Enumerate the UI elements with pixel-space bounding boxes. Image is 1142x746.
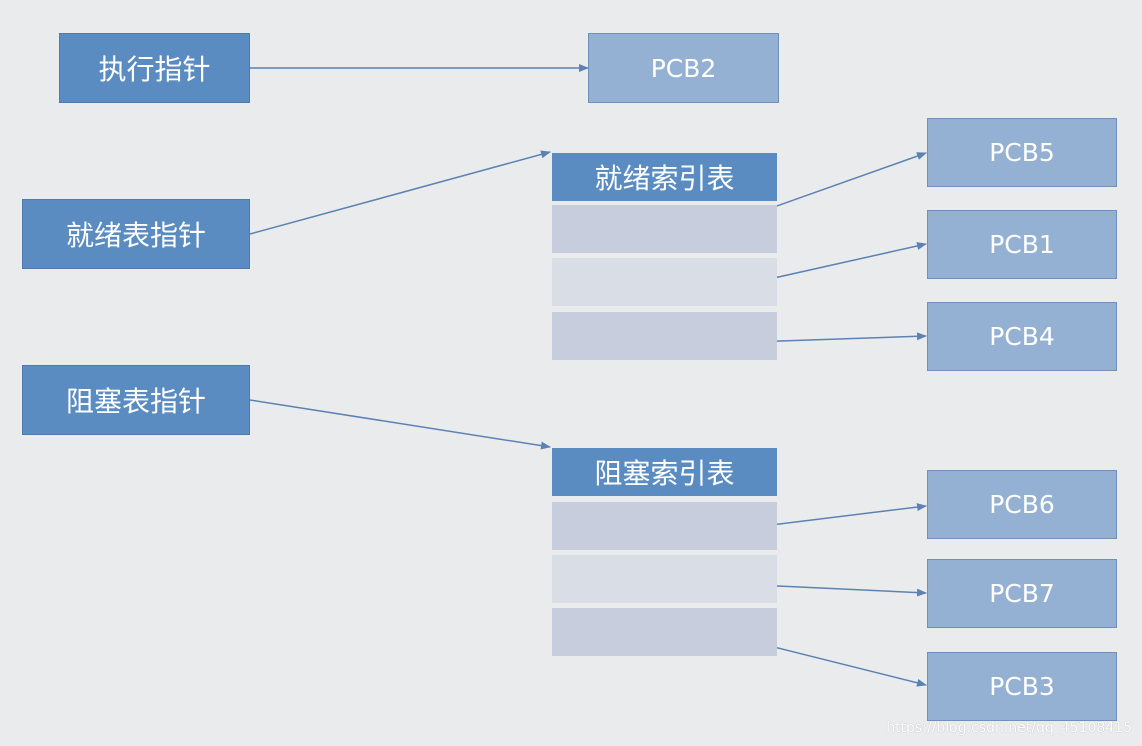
pcb-ready-label: PCB5 — [989, 138, 1055, 167]
pcb-blocked-box: PCB6 — [927, 470, 1117, 539]
pcb-blocked-box: PCB3 — [927, 652, 1117, 721]
arrow-ready-pointer-to-table — [249, 150, 551, 235]
blocked-table-row — [552, 502, 777, 550]
pcb-ready-box: PCB1 — [927, 210, 1117, 279]
ready-pointer-box: 就绪表指针 — [22, 199, 250, 269]
blocked-index-table-title: 阻塞索引表 — [594, 457, 735, 490]
ready-index-table-title: 就绪索引表 — [594, 162, 735, 195]
arrow-blocked-pointer-to-table — [249, 399, 551, 450]
ready-pointer-label: 就绪表指针 — [65, 219, 206, 252]
pcb-blocked-box: PCB7 — [927, 559, 1117, 628]
pcb-blocked-label: PCB3 — [989, 672, 1055, 701]
ready-table-row — [552, 205, 777, 253]
pcb-running-box: PCB2 — [588, 33, 779, 103]
blocked-pointer-box: 阻塞表指针 — [22, 365, 250, 435]
pcb-ready-label: PCB1 — [989, 230, 1055, 259]
running-pointer-label: 执行指针 — [98, 53, 211, 86]
blocked-pointer-label: 阻塞表指针 — [65, 385, 206, 418]
running-pointer-box: 执行指针 — [59, 33, 250, 103]
pcb-ready-box: PCB4 — [927, 302, 1117, 371]
pcb-ready-label: PCB4 — [989, 322, 1055, 351]
ready-table-row — [552, 258, 777, 306]
pcb-blocked-label: PCB6 — [989, 490, 1055, 519]
blocked-index-table-header: 阻塞索引表 — [552, 448, 777, 496]
ready-table-row — [552, 312, 777, 360]
blocked-table-row — [552, 555, 777, 603]
pcb-running-label: PCB2 — [650, 53, 717, 83]
pcb-ready-box: PCB5 — [927, 118, 1117, 187]
blocked-table-row — [552, 608, 777, 656]
pcb-blocked-label: PCB7 — [989, 579, 1055, 608]
watermark-text: https://blog.csdn.net/qq_45108415 — [886, 720, 1132, 736]
ready-index-table-header: 就绪索引表 — [552, 153, 777, 201]
